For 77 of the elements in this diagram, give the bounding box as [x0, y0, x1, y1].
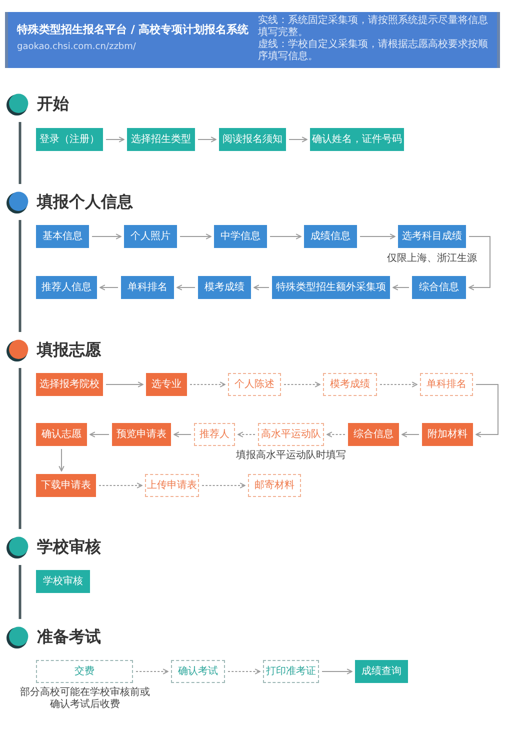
section-heading: 填报志愿 — [37, 342, 101, 358]
process-box: 综合信息 — [412, 276, 466, 299]
arrow — [58, 448, 64, 472]
dashed-process-box: 高水平运动队 — [258, 423, 324, 446]
timeline-line — [18, 565, 22, 619]
dashed-process-box: 个人陈述 — [228, 373, 281, 396]
arrow — [228, 668, 260, 674]
process-box: 学校审核 — [36, 570, 90, 593]
arrow — [392, 284, 410, 290]
arrow — [402, 432, 420, 438]
section-heading: 准备考试 — [37, 629, 101, 645]
dashed-process-box: 打印准考证 — [263, 660, 319, 683]
process-box: 选择招生类型 — [127, 128, 195, 151]
process-box: 确认志愿 — [36, 423, 87, 446]
arrow — [254, 284, 270, 290]
arrow — [92, 234, 122, 240]
arrow — [326, 432, 346, 438]
arrow — [198, 136, 216, 142]
dashed-process-box: 邮寄材料 — [248, 474, 301, 497]
note-text: 部分高校可能在学校审核前或确认考试后收费 — [19, 687, 151, 711]
process-box: 中学信息 — [214, 225, 267, 248]
arrow — [176, 284, 196, 290]
arrow — [284, 382, 320, 388]
dashed-process-box: 模考成绩 — [323, 373, 377, 396]
dashed-process-box: 确认考试 — [171, 660, 225, 683]
dashed-process-box: 单科排名 — [420, 373, 473, 396]
process-box: 附加材料 — [422, 423, 473, 446]
header-note: 虚线：学校自定义采集项，请根据志愿高校要求按顺序填写信息。 — [258, 39, 489, 63]
note-text: 填报高水平运动队时填写 — [235, 450, 347, 462]
process-box: 特殊类型招生额外采集项 — [272, 276, 390, 299]
dashed-process-box: 交费 — [36, 660, 133, 683]
arrow — [238, 432, 256, 438]
process-box: 选考科目成绩 — [398, 225, 466, 248]
dashed-process-box: 上传申请表 — [145, 474, 199, 497]
arrow — [190, 382, 226, 388]
arrow — [270, 234, 302, 240]
arrow — [90, 432, 110, 438]
section-heading: 填报个人信息 — [37, 194, 133, 210]
arrow — [174, 432, 192, 438]
timeline-line — [18, 368, 22, 529]
timeline-line — [18, 220, 22, 332]
arrow — [180, 234, 212, 240]
arrow — [106, 382, 144, 388]
process-box: 预览申请表 — [112, 423, 171, 446]
timeline-line — [18, 122, 22, 184]
arrow — [322, 668, 352, 674]
process-box: 成绩信息 — [304, 225, 357, 248]
process-box: 推荐人信息 — [36, 276, 97, 299]
process-box: 选专业 — [146, 373, 187, 396]
process-box: 下载申请表 — [36, 474, 96, 497]
arrow — [360, 234, 396, 240]
arrow — [98, 482, 142, 488]
section-heading: 开始 — [37, 96, 69, 112]
arrow — [288, 136, 308, 142]
dashed-process-box: 推荐人 — [194, 423, 235, 446]
process-box: 个人照片 — [124, 225, 177, 248]
arrow — [136, 668, 168, 674]
process-box: 选择报考院校 — [36, 373, 103, 396]
website-address: gaokao.chsi.com.cn/zzbm/ — [17, 43, 136, 52]
arrow — [100, 284, 118, 290]
arrow — [106, 136, 124, 142]
section-heading: 学校审核 — [37, 539, 101, 555]
header-title: 特殊类型招生报名平台 / 高校专项计划报名系统 — [17, 24, 249, 35]
note-text: 仅限上海、浙江生源 — [386, 253, 478, 265]
process-box: 阅读报名须知 — [219, 128, 286, 151]
header-note: 实线：系统固定采集项，请按照系统提示尽量将信息填写完整。 — [258, 15, 489, 38]
process-box: 单科排名 — [121, 276, 174, 299]
process-box: 基本信息 — [36, 225, 89, 248]
arrow — [380, 382, 418, 388]
arrow — [202, 482, 246, 488]
process-box: 模考成绩 — [198, 276, 251, 299]
arrow — [476, 384, 498, 438]
process-box: 确认姓名，证件号码 — [310, 128, 404, 151]
process-box: 综合信息 — [348, 423, 399, 446]
process-box: 登录（注册） — [36, 128, 103, 151]
arrow — [468, 236, 490, 290]
process-box: 成绩查询 — [355, 660, 408, 683]
